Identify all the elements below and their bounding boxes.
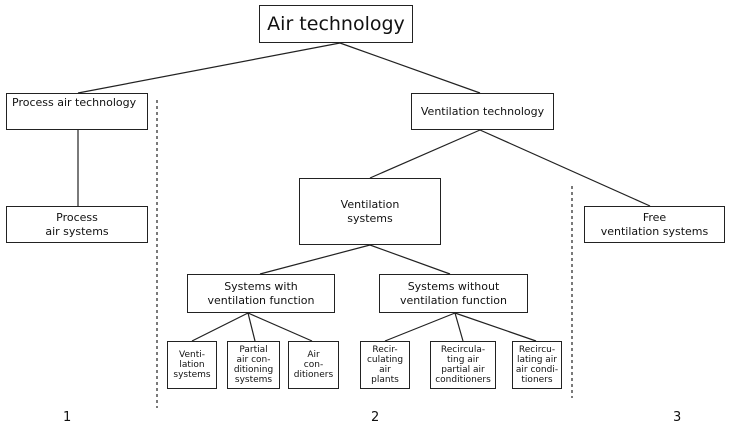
node-ventilation-systems: Ventilation systems (299, 178, 441, 245)
edge-ventilation-systems-to-with-function (259, 244, 371, 275)
section-label-1: 1 (63, 410, 72, 425)
node-free-ventilation-systems: Free ventilation systems (584, 206, 725, 243)
node-recirculating-air-plants: Recir- culating air plants (360, 341, 410, 389)
node-air-conditioners: Air con- ditioners (288, 341, 339, 389)
node-process-air-technology: Process air technology (6, 93, 148, 130)
edge-ventilation-systems-to-without-function (369, 244, 451, 275)
edge-with-function-to-ventilation-leaf (191, 312, 249, 342)
edge-without-function-to-recirculating-air-plants (384, 312, 456, 342)
node-partial-air-conditioning-systems: Partial air con- ditioning systems (227, 341, 280, 389)
node-air-technology: Air technology (259, 5, 413, 43)
node-process-air-systems: Process air systems (6, 206, 148, 243)
node-ventilation-technology: Ventilation technology (411, 93, 554, 130)
edge-with-function-to-air-conditioners-leaf (247, 312, 313, 342)
section-label-2: 2 (371, 410, 380, 425)
node-systems-with-ventilation-function: Systems with ventilation function (187, 274, 335, 313)
node-systems-without-ventilation-function: Systems without ventilation function (379, 274, 528, 313)
edge-root-process (77, 42, 341, 94)
node-recirculating-air-partial-air-conditioners: Recircula- ting air partial air conditio… (430, 341, 496, 389)
edge-with-function-to-partial-leaf (247, 312, 256, 342)
node-recirculating-air-air-conditioners: Recircu- lating air air condi- tioners (512, 341, 562, 389)
edge-without-function-to-recirculating-partial (454, 312, 464, 342)
node-ventilation-systems-leaf: Venti- lation systems (167, 341, 217, 389)
edge-ventilation-to-ventilation-systems (369, 129, 481, 179)
edge-root-ventilation (339, 42, 481, 94)
section-label-3: 3 (673, 410, 682, 425)
edge-ventilation-to-free-systems (479, 129, 651, 207)
edge-without-function-to-recirculating-air-conditioners (454, 312, 537, 342)
